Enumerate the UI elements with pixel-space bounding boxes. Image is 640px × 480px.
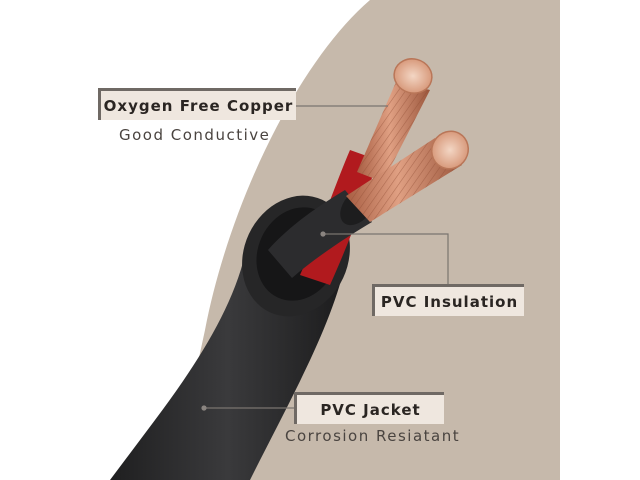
copper-label-text: Oxygen Free Copper bbox=[103, 96, 294, 115]
jacket-label-text: PVC Jacket bbox=[320, 400, 421, 419]
insulation-label-text: PVC Insulation bbox=[380, 292, 519, 311]
jacket-sublabel: Corrosion Resiatant bbox=[285, 427, 461, 445]
insulation-leader bbox=[323, 233, 449, 284]
jacket-label: PVC Jacket bbox=[294, 392, 444, 424]
copper-sublabel: Good Conductive bbox=[119, 126, 271, 144]
copper-label: Oxygen Free Copper bbox=[98, 88, 296, 120]
leader-lines bbox=[204, 105, 449, 409]
jacket-pointer-dot bbox=[201, 405, 207, 411]
copper-strand-2-end bbox=[430, 130, 470, 170]
copper-strand-1-end bbox=[393, 58, 433, 94]
insulation-label: PVC Insulation bbox=[372, 284, 524, 316]
insulation-pointer-dot bbox=[320, 231, 326, 237]
